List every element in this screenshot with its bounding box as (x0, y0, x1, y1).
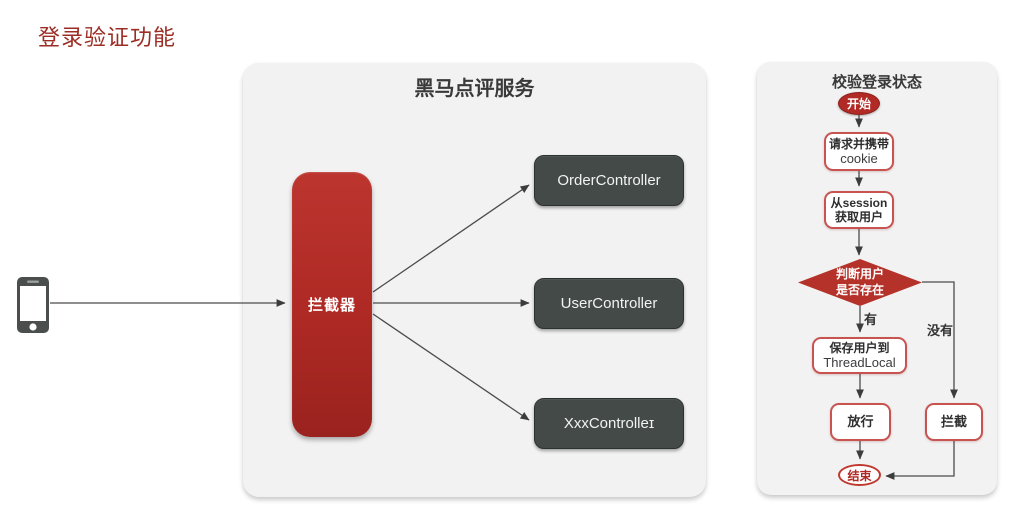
controller-label: XxxControlleɪ (563, 415, 655, 432)
flow-step-session: 从session 获取用户 (824, 191, 894, 229)
smartphone-icon (16, 276, 50, 334)
flow-end-node: 结束 (838, 464, 881, 486)
controller-node-order: OrderController (534, 155, 684, 206)
service-panel-title: 黑马点评服务 (414, 78, 535, 100)
flow-step-block: 拦截 (925, 403, 983, 441)
controller-label: UserController (560, 295, 658, 312)
flow-step-session-line1: 从session (830, 195, 888, 210)
flow-start-node: 开始 (838, 92, 880, 115)
flow-step-pass-label: 放行 (847, 414, 874, 430)
controller-label: OrderController (557, 172, 661, 189)
flow-start-label: 开始 (846, 97, 871, 111)
flow-step-save-line2: ThreadLocal (823, 354, 896, 370)
flow-step-session-line2: 获取用户 (834, 210, 883, 224)
controller-node-xxx: XxxControlleɪ (534, 398, 684, 449)
flow-step-block-label: 拦截 (940, 414, 967, 430)
flow-step-pass: 放行 (830, 403, 891, 441)
flow-step-cookie-line2: cookie (840, 150, 878, 166)
flow-step-save: 保存用户到 ThreadLocal (812, 337, 907, 374)
page-title: 登录验证功能 (38, 25, 177, 50)
flow-decision-line2: 是否存在 (835, 282, 884, 297)
flow-panel-title: 校验登录状态 (831, 74, 922, 91)
flow-step-save-line1: 保存用户到 (829, 340, 890, 355)
controller-node-user: UserController (534, 278, 684, 329)
flow-decision-line1: 判断用户 (835, 266, 884, 281)
branch-label-no: 没有 (927, 323, 954, 338)
flow-step-cookie: 请求并携带 cookie (824, 132, 894, 171)
flow-step-cookie-line1: 请求并携带 (828, 136, 889, 151)
interceptor-node: 拦截器 (292, 172, 372, 437)
flow-end-label: 结束 (847, 468, 872, 483)
interceptor-label: 拦截器 (307, 297, 356, 314)
branch-label-yes: 有 (864, 312, 878, 327)
